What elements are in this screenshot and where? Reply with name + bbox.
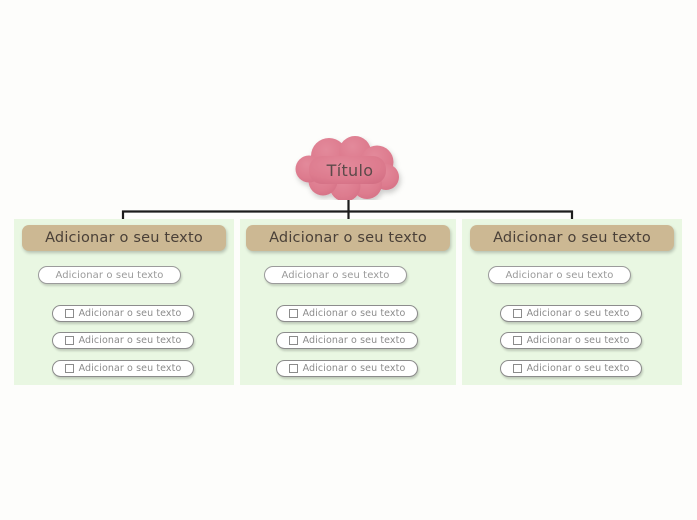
leaf-label: Adicionar o seu texto (78, 335, 182, 346)
branch-header-3[interactable]: Adicionar o seu texto (470, 225, 674, 251)
leaf-item[interactable]: Adicionar o seu texto (52, 305, 194, 322)
leaf-item[interactable]: Adicionar o seu texto (500, 305, 642, 322)
leaf-item[interactable]: Adicionar o seu texto (276, 305, 418, 322)
leaf-item[interactable]: Adicionar o seu texto (500, 360, 642, 377)
checkbox-icon[interactable] (288, 364, 298, 373)
branch-panel-1[interactable]: Adicionar o seu texto Adicionar o seu te… (14, 219, 234, 385)
leaf-item[interactable]: Adicionar o seu texto (500, 332, 642, 349)
leaf-item[interactable]: Adicionar o seu texto (52, 332, 194, 349)
leaf-item[interactable]: Adicionar o seu texto (276, 332, 418, 349)
leaf-item[interactable]: Adicionar o seu texto (52, 360, 194, 377)
leaf-label: Adicionar o seu texto (526, 308, 630, 319)
root-node[interactable]: Título (289, 136, 411, 200)
leaf-label: Adicionar o seu texto (302, 363, 406, 374)
cloud-shape-icon (295, 136, 399, 200)
checkbox-icon[interactable] (64, 364, 74, 373)
branch-subtopic-2[interactable]: Adicionar o seu texto (264, 266, 407, 284)
leaf-item[interactable]: Adicionar o seu texto (276, 360, 418, 377)
checkbox-icon[interactable] (512, 309, 522, 318)
branch-panel-3[interactable]: Adicionar o seu texto Adicionar o seu te… (462, 219, 682, 385)
branch-header-2[interactable]: Adicionar o seu texto (246, 225, 450, 251)
checkbox-icon[interactable] (512, 336, 522, 345)
checkbox-icon[interactable] (64, 309, 74, 318)
leaf-label: Adicionar o seu texto (302, 335, 406, 346)
leaf-label: Adicionar o seu texto (526, 363, 630, 374)
checkbox-icon[interactable] (288, 336, 298, 345)
checkbox-icon[interactable] (288, 309, 298, 318)
leaf-label: Adicionar o seu texto (78, 363, 182, 374)
branch-header-1[interactable]: Adicionar o seu texto (22, 225, 226, 251)
branch-subtopic-3[interactable]: Adicionar o seu texto (488, 266, 631, 284)
leaf-label: Adicionar o seu texto (78, 308, 182, 319)
checkbox-icon[interactable] (64, 336, 74, 345)
branch-subtopic-1[interactable]: Adicionar o seu texto (38, 266, 181, 284)
leaf-label: Adicionar o seu texto (302, 308, 406, 319)
checkbox-icon[interactable] (512, 364, 522, 373)
branch-panel-2[interactable]: Adicionar o seu texto Adicionar o seu te… (240, 219, 456, 385)
leaf-label: Adicionar o seu texto (526, 335, 630, 346)
